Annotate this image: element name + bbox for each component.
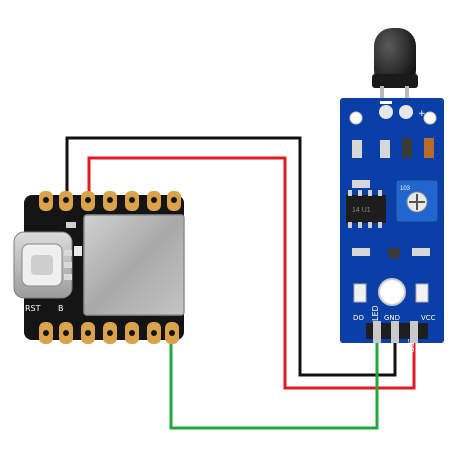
side-label-d-led: D-LED — [371, 305, 380, 330]
microcontroller-board: RST B — [13, 191, 185, 344]
receiver-pad — [399, 105, 413, 119]
pin-label-vcc: VCC — [421, 314, 436, 322]
smd-component — [64, 274, 72, 280]
header-pin-do — [373, 321, 381, 343]
smd-resistor — [380, 140, 390, 158]
green-wire — [169, 323, 379, 430]
board-silkscreen-b: B — [58, 304, 64, 313]
usb-c-connector — [13, 231, 73, 299]
rf-shield — [83, 214, 185, 316]
smd-capacitor — [402, 138, 412, 158]
smd-component — [388, 248, 400, 258]
top-pin-row — [39, 191, 181, 211]
receiver-pad — [379, 105, 393, 119]
smd-component — [64, 262, 72, 268]
pin-label-do: DO — [353, 314, 364, 322]
comparator-ic: 14 U1 — [346, 190, 386, 228]
pot-marking: 103 — [400, 186, 411, 192]
flame-sensor-module: + 14 U1 103 — [340, 28, 444, 353]
led — [66, 222, 76, 228]
header-pin-vcc — [410, 321, 418, 343]
bottom-pin-row — [39, 322, 179, 344]
pin-label-gnd: GND — [384, 314, 400, 322]
smd-resistor — [352, 248, 370, 256]
board-silkscreen-rst: RST — [25, 304, 41, 313]
button — [74, 246, 82, 256]
svg-text:+: + — [418, 109, 426, 119]
header-pin-gnd — [391, 321, 399, 343]
ir-receiver — [372, 28, 418, 106]
sensor-pcb — [340, 98, 444, 343]
potentiometer: 103 — [395, 179, 439, 223]
pin-header — [366, 321, 428, 343]
power-led — [353, 283, 367, 303]
smd-resistor — [352, 140, 362, 158]
mounting-hole — [349, 111, 363, 125]
mounting-hole — [378, 278, 406, 306]
ic-marking: 14 U1 — [352, 207, 371, 214]
mounting-hole — [423, 111, 437, 125]
smd-resistor — [412, 248, 430, 256]
smd-resistor — [352, 180, 370, 188]
black-wire — [65, 136, 397, 377]
signal-led — [415, 283, 429, 303]
smd-capacitor — [424, 138, 434, 158]
red-wire — [87, 156, 416, 390]
smd-component — [64, 250, 72, 256]
